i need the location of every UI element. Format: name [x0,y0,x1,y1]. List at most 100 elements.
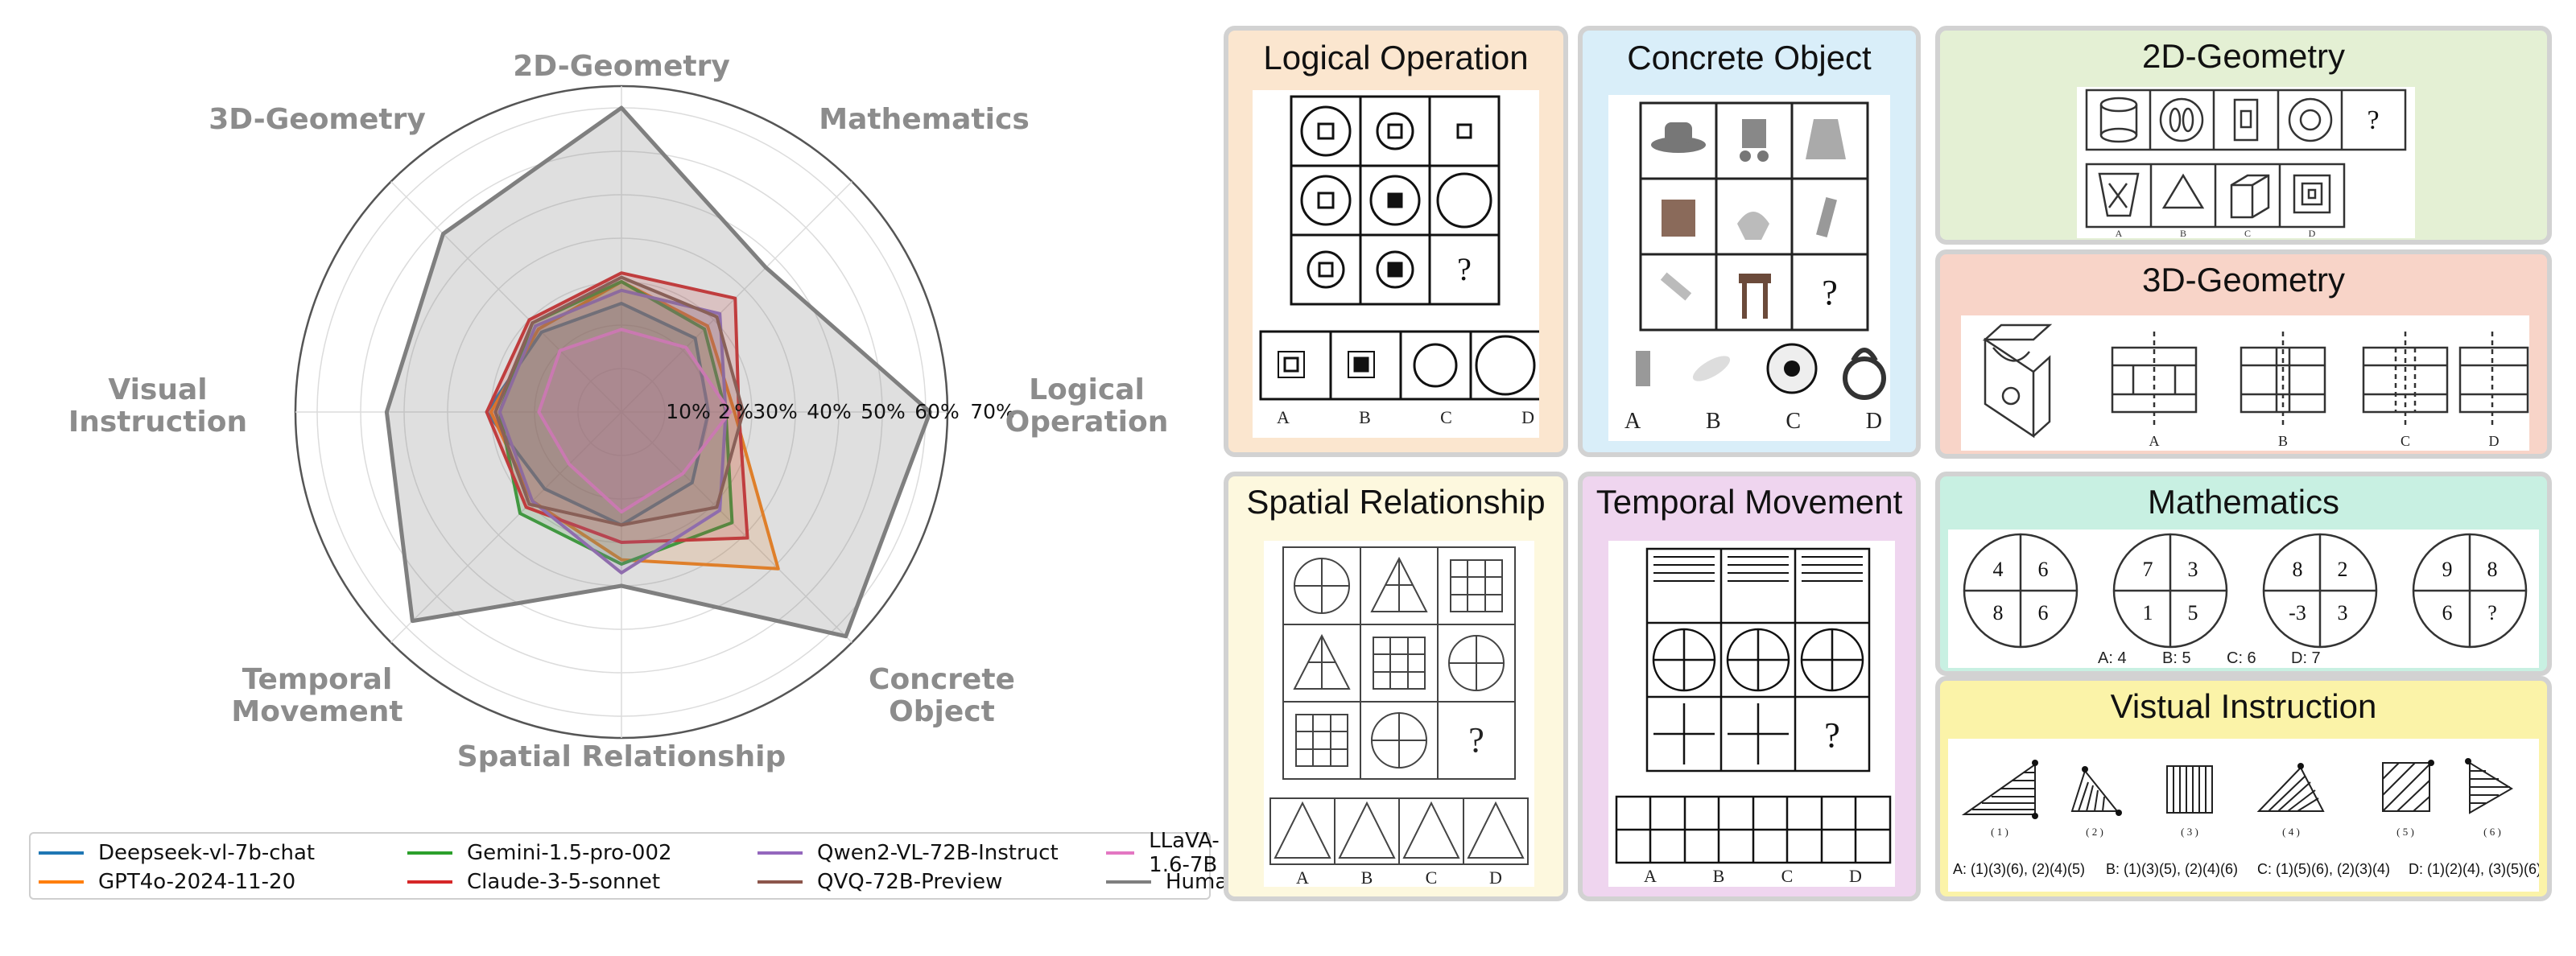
puzzle-image: ? A B C D [1264,541,1534,888]
question-mark: ? [2367,105,2379,135]
spatial-puzzle-figure: ? A B C D [1269,546,1529,888]
figure-label-6: ( 6 ) [2483,826,2501,838]
panel-concrete-object: Concrete Object [1578,26,1921,457]
figure-label-3: ( 3 ) [2181,826,2198,838]
legend-swatch [39,880,84,884]
legend-item: QVQ-72B-Preview [758,867,1002,896]
circle-4-bottom-right: ? [2487,601,2497,624]
panel-visual-instruction: Vistual Instruction ( 1 ) ( 2 ) ( 3 ) ( … [1935,676,2552,901]
circle-1-bottom-left: 8 [1993,601,2004,624]
option-labels: A B C D [1277,407,1534,428]
option-labels: A B C D [1624,409,1882,435]
option-d: D [1521,407,1534,427]
circle-4-bottom-left: 6 [2442,601,2453,624]
option-c: C [1426,867,1438,887]
puzzle-image: ( 1 ) ( 2 ) ( 3 ) ( 4 ) ( 5 ) ( 6 ) A: (… [1948,739,2541,892]
option-d: D [1849,866,1862,886]
radar-series [384,105,932,639]
circle-2-top-right: 3 [2188,558,2198,581]
circle-3-top-right: 2 [2338,558,2348,581]
option-b: B [2180,228,2186,238]
concrete-puzzle-figure: ? [1636,101,1886,400]
radar-tick-label: 40% [807,400,852,423]
mathematics-figure: 4 6 8 6 7 3 1 5 8 2 -3 3 9 8 6 ? A: 4 B:… [1963,533,2528,667]
temporal-puzzle-figure: ? A B C D [1615,547,1892,886]
panel-title: Mathematics [2147,483,2340,521]
legend-swatch [407,851,452,855]
option-c: C [1781,866,1794,886]
series-llava-1-6-7b [537,328,732,514]
panel-temporal-movement: Temporal Movement ? [1578,472,1921,901]
option-a: A [1277,407,1290,427]
legend-item: Gemini-1.5-pro-002 [407,839,672,867]
legend-label: Qwen2-VL-72B-Instruct [817,841,1059,865]
puzzle-image: 4 6 8 6 7 3 1 5 8 2 -3 3 9 8 6 ? A: 4 B:… [1948,530,2539,668]
legend-label: GPT4o-2024-11-20 [98,870,296,894]
radar-tick-label: 10% [666,400,711,423]
answer-c: C: 6 [2227,649,2256,667]
legend-label: Deepseek-vl-7b-chat [98,841,316,865]
option-b: B [2278,433,2288,449]
option-d: D [1865,409,1882,434]
circle-3-bottom-right: 3 [2338,601,2348,624]
answer-b: B: (1)(3)(5), (2)(4)(6) [2106,861,2238,877]
panel-title: Temporal Movement [1596,483,1903,521]
option-a: A [1644,866,1657,886]
figure-label-4: ( 4 ) [2282,826,2300,838]
legend-label: Gemini-1.5-pro-002 [467,841,672,865]
radar-chart: 10%2%30%40%50%60%70% 2D-GeometryMathemat… [68,50,1169,773]
circle-2-bottom-right: 5 [2188,601,2198,624]
option-a: A [1296,867,1309,887]
option-b: B [1705,409,1721,434]
radar-tick-labels: 10%2%30%40%50%60%70% [666,400,1015,423]
option-c: C [2244,228,2251,238]
figure-label-1: ( 1 ) [1991,826,2008,838]
panel-title: 3D-Geometry [2141,261,2346,299]
radar-tick-label: 70% [970,400,1015,423]
radar-tick-label: % [734,400,753,423]
circle-3-bottom-left: -3 [2289,601,2306,624]
legend-swatch [1106,851,1135,855]
option-a: A [2149,433,2160,449]
panel-title: Spatial Relationship [1246,483,1546,521]
legend-item: Claude-3-5-sonnet [407,867,660,896]
legend-item: Human [1106,867,1241,896]
panel-title: Logical Operation [1263,39,1529,76]
circle-2-bottom-left: 1 [2143,601,2153,624]
radar-axis-label: Mathematics [819,103,1030,136]
circle-3-top-left: 8 [2293,558,2303,581]
circle-1-bottom-right: 6 [2038,601,2049,624]
radar-tick-label: 30% [753,400,798,423]
series-qvq-72b-preview [493,275,745,527]
question-mark: ? [1822,273,1838,312]
question-mark: ? [1457,251,1472,287]
legend-label: LLaVA-1.6-7B [1149,829,1220,877]
panel-title: 2D-Geometry [2141,37,2346,75]
panel-3d-geometry: 3D-Geometry A B C D [1935,249,2552,459]
option-c: C [2401,433,2410,449]
radar-axis-label: Spatial Relationship [457,740,786,773]
puzzle-image: ? A B C D [1608,95,1890,441]
legend-swatch [407,880,452,884]
answer-d: D: 7 [2291,649,2321,667]
legend-swatch [758,851,803,855]
option-d: D [1489,867,1502,887]
circle-4-top-right: 8 [2487,558,2498,581]
circle-4-top-left: 9 [2442,558,2453,581]
legend-swatch [1106,880,1151,884]
answer-b: B: 5 [2162,649,2191,667]
option-b: B [1361,867,1373,887]
legend-item: GPT4o-2024-11-20 [39,867,295,896]
logical-puzzle-figure: ? [1259,95,1542,401]
panel-logical-operation: Logical Operation [1224,26,1568,457]
puzzle-image: A B C D [1961,315,2529,451]
answer-a: A: (1)(3)(6), (2)(4)(5) [1953,861,2085,877]
panel-2d-geometry: 2D-Geometry ? A B C D [1935,26,2552,245]
legend-item: LLaVA-1.6-7B [1106,829,1236,877]
figure-label-2: ( 2 ) [2086,826,2103,838]
